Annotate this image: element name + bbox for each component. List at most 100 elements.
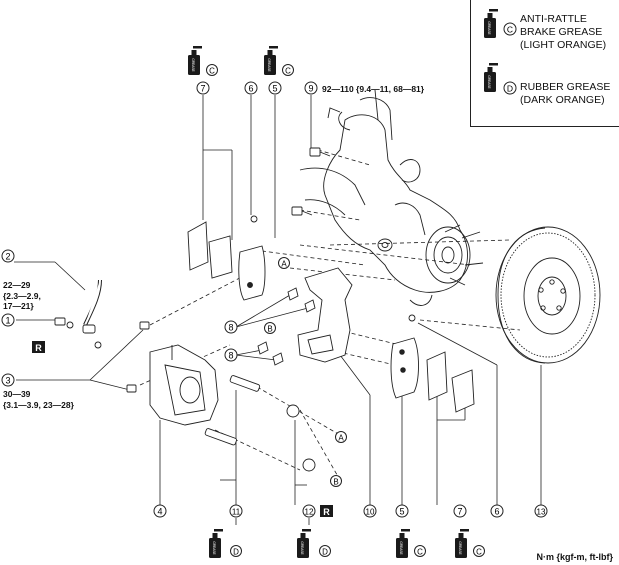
legend-c-line-1: ANTI-RATTLE <box>520 13 587 25</box>
grease-can-d-11 <box>209 529 223 558</box>
svg-text:11: 11 <box>232 508 241 517</box>
pad-clips <box>257 287 316 366</box>
callout-7-top: 7 <box>196 81 210 95</box>
svg-text:C: C <box>476 548 482 557</box>
svg-text:5: 5 <box>272 84 277 94</box>
svg-text:C: C <box>417 548 423 557</box>
svg-text:B: B <box>267 325 272 334</box>
svg-text:R: R <box>323 507 330 517</box>
grease-letter-d-11: D <box>230 545 242 557</box>
svg-text:8: 8 <box>228 323 233 333</box>
ref-a-bottom: A <box>335 431 347 443</box>
legend-letter-d: D <box>503 81 517 95</box>
grease-letter-c-7b: C <box>473 545 485 557</box>
grease-can-c-5b <box>396 529 410 558</box>
svg-text:4: 4 <box>157 507 162 517</box>
callout-9: 9 <box>304 81 318 95</box>
reference-letters: A B A B <box>264 257 347 487</box>
callout-12: 12 <box>302 504 316 518</box>
grease-can-c-7 <box>188 46 202 75</box>
callout-8-upper: 8 <box>224 320 238 334</box>
replace-markers: R R <box>32 341 333 517</box>
svg-text:10: 10 <box>366 508 375 517</box>
outer-pads-right <box>390 314 475 413</box>
svg-text:D: D <box>322 548 328 557</box>
legend-c-description: ANTI-RATTLE BRAKE GREASE (LIGHT ORANGE) <box>520 13 606 52</box>
svg-text:B: B <box>333 478 338 487</box>
svg-text:3: 3 <box>5 376 10 386</box>
replace-marker-hose: R <box>32 341 45 353</box>
brake-caliper <box>149 344 219 426</box>
replace-marker-boot: R <box>320 505 333 517</box>
torque-spec-2-line-1: 22—29 <box>3 280 31 290</box>
svg-text:12: 12 <box>305 508 314 517</box>
torque-spec-9: 92—110 {9.4—11, 68—81} <box>322 84 425 94</box>
grease-letter-c-5: C <box>282 64 294 76</box>
legend-d-line-2: (DARK ORANGE) <box>520 94 605 106</box>
callout-3: 3 <box>1 373 15 387</box>
svg-text:1: 1 <box>5 316 10 326</box>
torque-spec-2: 22—29 {2.3—2.9, 17—21} <box>3 280 41 312</box>
caliper-bolts <box>126 321 150 393</box>
guide-pins <box>204 375 261 446</box>
brake-hose <box>54 279 102 349</box>
ref-b-top: B <box>264 322 276 334</box>
legend-c-line-2: BRAKE GREASE <box>520 26 603 38</box>
callout-6-bottom: 6 <box>490 504 504 518</box>
grease-cans: C C D D C C <box>188 9 498 558</box>
svg-text:6: 6 <box>494 507 499 517</box>
svg-text:D: D <box>233 548 239 557</box>
grease-can-d-12 <box>297 529 311 558</box>
grease-letter-d-12: D <box>319 545 331 557</box>
svg-text:D: D <box>507 84 513 94</box>
grease-can-c-7b <box>455 529 469 558</box>
grease-can-c-5 <box>264 46 278 75</box>
callout-5-top: 5 <box>268 81 282 95</box>
legend-c-line-3: (LIGHT ORANGE) <box>520 39 607 51</box>
ref-b-bottom: B <box>330 475 342 487</box>
svg-text:7: 7 <box>457 507 462 517</box>
svg-text:C: C <box>507 25 513 35</box>
svg-text:A: A <box>281 260 287 269</box>
knuckle-bolts <box>291 147 331 216</box>
pin-boots <box>286 404 316 472</box>
svg-text:13: 13 <box>537 508 546 517</box>
svg-text:8: 8 <box>228 351 233 361</box>
svg-text:C: C <box>285 67 291 76</box>
svg-text:A: A <box>338 434 344 443</box>
torque-spec-3-line-2: {3.1—3.9, 23—28} <box>3 399 74 410</box>
steering-knuckle-hub <box>299 89 484 306</box>
callout-8-lower: 8 <box>224 348 238 362</box>
svg-text:7: 7 <box>200 84 205 94</box>
callout-1: 1 <box>1 313 15 327</box>
ref-a-top: A <box>278 257 290 269</box>
svg-text:C: C <box>209 67 215 76</box>
legend-d-line-1: RUBBER GREASE <box>520 81 611 93</box>
legend-letter-c: C <box>503 22 517 36</box>
svg-text:6: 6 <box>248 84 253 94</box>
caliper-bracket <box>297 267 353 363</box>
callout-7-bottom: 7 <box>453 504 467 518</box>
callouts: 7 6 5 9 2 1 3 8 8 4 11 12 10 5 7 6 13 <box>1 81 548 518</box>
callout-11: 11 <box>229 504 243 518</box>
units-note: N·m {kgf-m, ft-lbf} <box>536 552 614 562</box>
grease-legend: C ANTI-RATTLE BRAKE GREASE (LIGHT ORANGE… <box>470 0 619 127</box>
callout-6-top: 6 <box>244 81 258 95</box>
callout-13: 13 <box>534 504 548 518</box>
svg-text:R: R <box>35 343 42 353</box>
grease-letter-c-7: C <box>206 64 218 76</box>
svg-text:5: 5 <box>399 507 404 517</box>
callout-10: 10 <box>363 504 377 518</box>
leader-lines <box>14 95 542 525</box>
brake-disc <box>495 226 601 364</box>
torque-spec-3: 30—39 {3.1—3.9, 23—28} <box>3 389 74 410</box>
callout-5-bottom: 5 <box>395 504 409 518</box>
inner-pads-left <box>187 215 266 301</box>
legend-d-description: RUBBER GREASE (DARK ORANGE) <box>520 81 610 107</box>
torque-spec-2-line-2: {2.3—2.9, <box>3 290 41 301</box>
callout-2: 2 <box>1 249 15 263</box>
grease-letter-c-5b: C <box>414 545 426 557</box>
torque-spec-2-line-3: 17—21} <box>3 301 34 311</box>
svg-text:2: 2 <box>5 252 10 262</box>
